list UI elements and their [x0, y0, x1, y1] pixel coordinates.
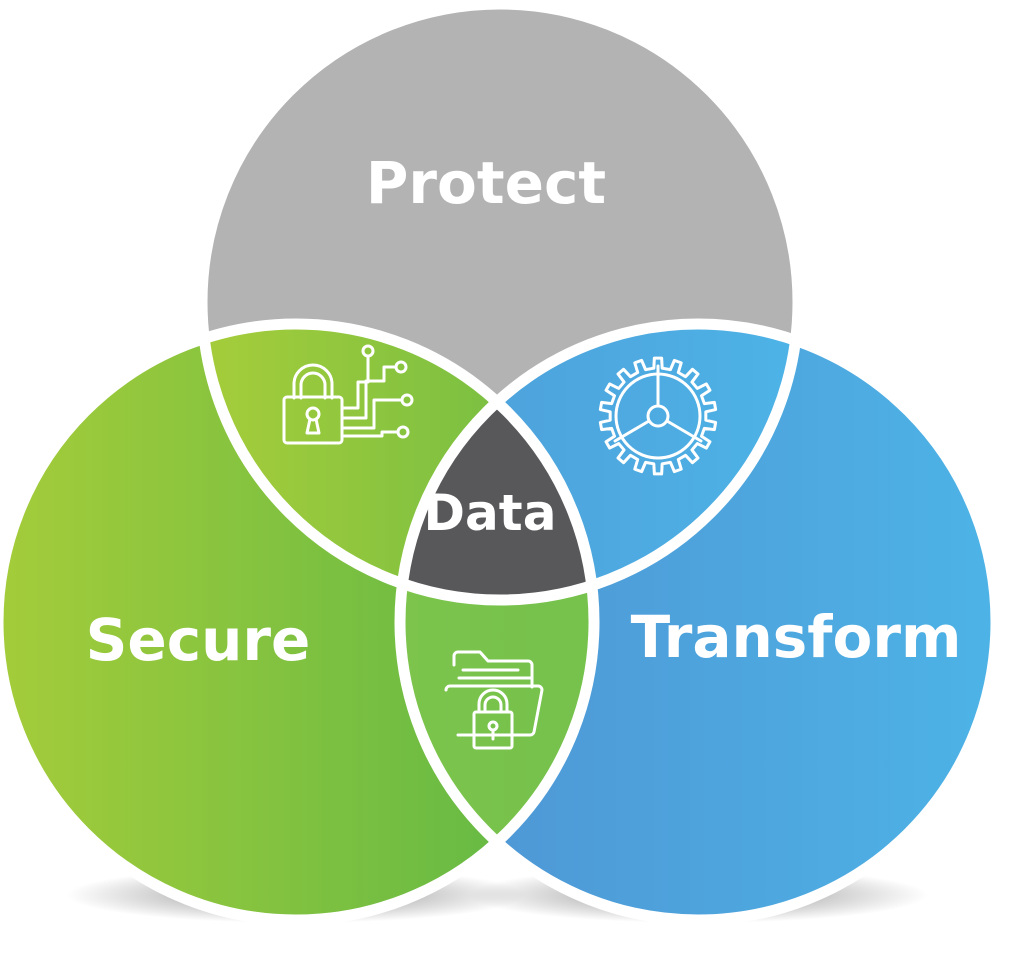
folder-lock-icon — [444, 650, 544, 750]
circuit-lock-icon — [282, 344, 414, 445]
data-label: Data — [424, 484, 557, 542]
transform-outline — [394, 318, 1002, 926]
gear-icon — [598, 356, 718, 476]
secure-outline — [0, 318, 600, 926]
secure-label: Secure — [86, 606, 311, 674]
protect-secure-overlap — [202, 324, 594, 600]
protect-label: Protect — [366, 149, 606, 217]
protect-transform-overlap — [400, 324, 798, 600]
protect-outline — [196, 0, 804, 606]
transform-label: Transform — [631, 603, 962, 671]
